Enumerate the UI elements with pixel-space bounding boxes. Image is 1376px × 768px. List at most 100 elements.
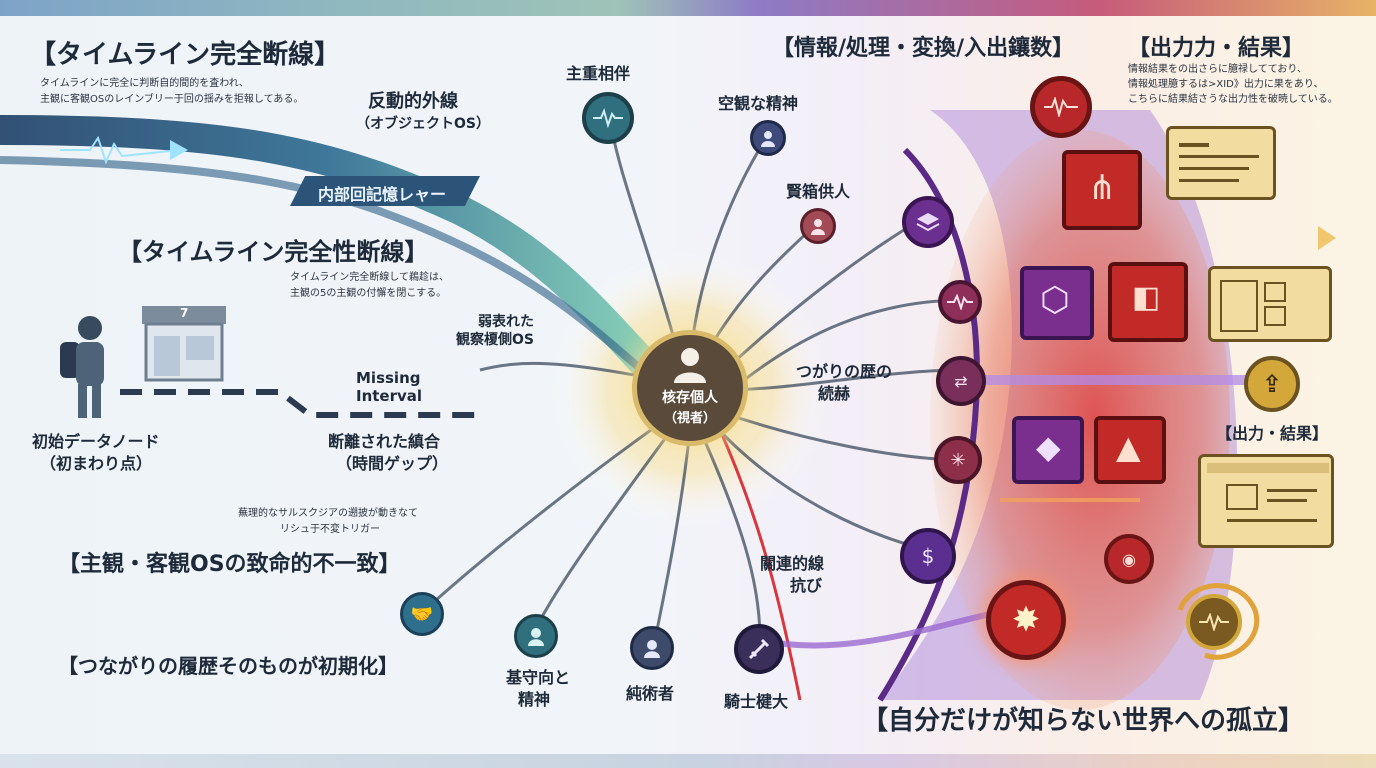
node-wise-companion[interactable] <box>800 208 836 244</box>
node-empty-spirit[interactable] <box>750 120 786 156</box>
tile-mountain[interactable]: ▲ <box>1094 416 1166 484</box>
node-link[interactable]: ⇄ <box>936 356 986 406</box>
bottom-color-bar <box>0 754 1376 768</box>
network-icon: ✳ <box>950 449 966 471</box>
tile-branch[interactable]: ⋔ <box>1062 150 1142 230</box>
loop-arrow <box>1177 583 1260 660</box>
person-icon <box>811 219 825 235</box>
trigger-text-1: 蕪理的なサルスクジアの遡披が動きなて <box>238 508 418 519</box>
label-knight: 騎士楗大 <box>724 692 789 711</box>
core-label: 核存個人 <box>662 390 718 406</box>
waveform-icon <box>947 294 973 310</box>
top-color-bar <box>0 0 1376 16</box>
node-gold-waveform[interactable] <box>1186 594 1242 650</box>
core-individual-node[interactable]: 核存個人 （視者） <box>632 330 748 446</box>
title-timeline-disconnect: 【タイムライン完全断線】 <box>30 40 341 70</box>
convenience-store-icon <box>142 306 226 382</box>
start-node-label-1: 初始データノード <box>32 432 160 451</box>
desc-timeline-2b: 主観の5の主観の付懈を閉こする。 <box>290 288 447 299</box>
core-sublabel: （視者） <box>663 411 716 426</box>
inner-memory-layer-banner: 内部回記憶レャー <box>290 176 480 206</box>
money-hand-icon: $ <box>921 544 935 568</box>
output-doc-mid[interactable] <box>1208 266 1332 342</box>
node-top-waveform[interactable] <box>1030 76 1092 138</box>
gap-label-2: （時間ゲップ） <box>336 454 449 473</box>
node-waveform[interactable] <box>938 280 982 324</box>
person-icon <box>528 628 544 646</box>
label-output-result: 【出力・結果】 <box>1216 424 1329 443</box>
crystal-icon: ◆ <box>1036 428 1061 466</box>
person-icon <box>761 131 775 147</box>
node-layers[interactable] <box>902 196 954 248</box>
right-desc-2: 情報処理臆するは>XID》出力に果をあり、 <box>1128 79 1324 90</box>
network-icon: ⬡ <box>1040 280 1070 320</box>
waveform-icon <box>593 108 623 128</box>
waveform-icon <box>1199 613 1229 631</box>
gap-label-1: 断離された縝合 <box>328 432 441 451</box>
left-flow-sub <box>0 156 663 389</box>
purple-ray-bottom <box>759 607 1011 649</box>
node-money[interactable]: $ <box>900 528 956 584</box>
beam-arrow <box>1318 226 1336 250</box>
node-network[interactable]: ✳ <box>934 436 982 484</box>
label-main-partner: 主重相伴 <box>566 64 631 83</box>
label-connection-history-1: つがりの歴の <box>796 362 893 381</box>
person-icon <box>644 640 660 658</box>
label-guardian-spirit-2: 精神 <box>518 690 551 709</box>
link-icon: ⇄ <box>954 371 968 391</box>
sword-icon <box>748 638 770 660</box>
desc-timeline-1b: 主観に客観OSのレインブリー于回の揺みを拒報してある。 <box>40 94 304 105</box>
title-os-mismatch: 【主観・客観OSの致命的不一致】 <box>58 552 401 577</box>
missing-label: Missing <box>356 369 421 387</box>
left-flow-arrow <box>170 140 188 160</box>
inner-memory-layer-label: 内部回記憶レャー <box>318 185 447 204</box>
label-related-line-2: 抗び <box>790 576 823 595</box>
desc-timeline-1a: タイムラインに完全に判断自的間的を査われ、 <box>40 78 249 89</box>
core-rays <box>423 119 966 641</box>
start-node-label-2: （初まわり点） <box>40 454 153 473</box>
desc-timeline-2a: タイムライン完全断線して鵜趁は、 <box>290 272 449 283</box>
left-flow-waveform <box>60 135 181 165</box>
label-empty-spirit: 空観な精神 <box>718 94 799 113</box>
label-guardian-spirit-1: 基守向と <box>506 668 571 687</box>
tile-crystal[interactable]: ◆ <box>1012 416 1084 484</box>
label-related-line-1: 關連的線 <box>760 554 825 573</box>
node-handshake[interactable]: 🤝 <box>400 592 444 636</box>
branch-icon: ⋔ <box>1088 168 1117 208</box>
output-doc-top[interactable] <box>1166 126 1276 200</box>
document-icon <box>1179 143 1259 182</box>
label-technician: 純術者 <box>626 684 675 703</box>
red-ray <box>718 429 802 701</box>
title-history-reset: 【つながりの履歴そのものが初期化】 <box>58 654 398 678</box>
tile-projector[interactable]: ◧ <box>1108 262 1188 342</box>
node-knight[interactable] <box>734 624 784 674</box>
title-information-processing: 【情報/処理・変換/入出鑲数】 <box>772 36 1075 61</box>
right-desc-1: 情報結果をの出さらに臆禄してており、 <box>1128 64 1307 75</box>
document-icon <box>1220 280 1286 332</box>
node-burst[interactable]: ✸ <box>986 580 1066 660</box>
projector-icon: ◧ <box>1132 280 1161 315</box>
waveform-icon <box>1044 97 1078 117</box>
node-red-small[interactable]: ◉ <box>1104 534 1154 584</box>
handshake-icon: 🤝 <box>410 603 434 625</box>
right-desc-3: こちらに結果結さうな出力性を破暁している。 <box>1128 94 1338 105</box>
output-doc-bottom[interactable] <box>1198 454 1334 548</box>
node-technician[interactable] <box>630 626 674 670</box>
signal-icon: ◉ <box>1122 549 1136 569</box>
node-main-partner[interactable] <box>582 92 634 144</box>
mountain-icon: ▲ <box>1116 428 1141 466</box>
burst-icon: ✸ <box>1011 600 1041 640</box>
weak-os-label-1: 弱表れた <box>478 314 534 330</box>
label-reactive-outer-line: 反動的外線 <box>368 91 458 112</box>
interval-label: Interval <box>356 387 423 405</box>
tile-network[interactable]: ⬡ <box>1020 266 1094 340</box>
weak-os-label-2: 観察榎側OS <box>456 332 534 348</box>
person-backpack-icon <box>60 316 104 418</box>
title-output-result: 【出力力・結果】 <box>1128 36 1305 61</box>
upload-button[interactable]: ⇪ <box>1244 356 1300 412</box>
node-guardian-spirit[interactable] <box>514 614 558 658</box>
upload-icon: ⇪ <box>1261 370 1283 398</box>
document-icon <box>1207 463 1329 522</box>
layers-icon <box>916 213 940 232</box>
trigger-text-2: リシュ于不変トリガー <box>280 524 380 535</box>
